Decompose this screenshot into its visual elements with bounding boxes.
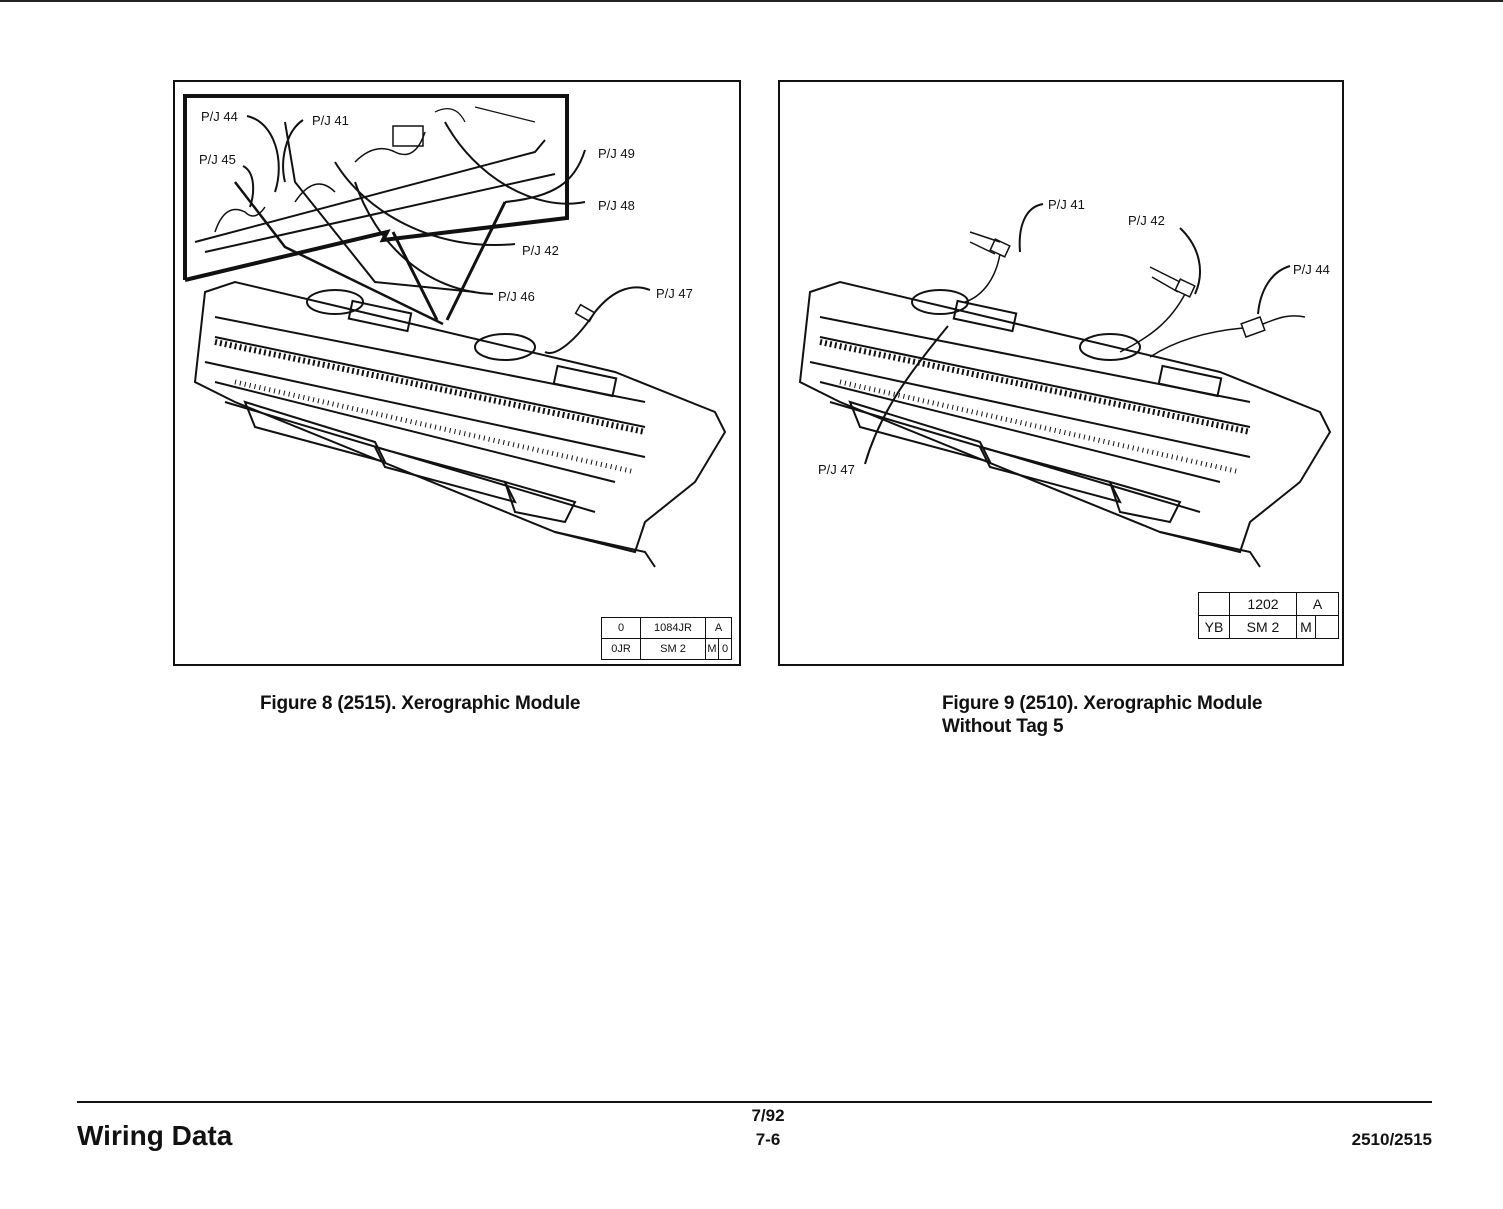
label-pj41: P/J 41: [1048, 197, 1085, 212]
top-rule: [0, 0, 1503, 2]
figure-8-caption: Figure 8 (2515). Xerographic Module: [260, 692, 580, 715]
stamp-cell: 1084JR: [641, 618, 706, 639]
figure-8-frame: P/J 44 P/J 41 P/J 45 P/J 49 P/J 48 P/J 4…: [173, 80, 741, 666]
figure-8-illustration: P/J 44 P/J 41 P/J 45 P/J 49 P/J 48 P/J 4…: [175, 82, 739, 664]
figure-8-id-stamp: 0 1084JR A 0JR SM 2 M 0: [601, 617, 732, 660]
label-pj45: P/J 45: [199, 152, 236, 167]
label-pj49: P/J 49: [598, 146, 635, 161]
figure-9-id-stamp: 1202 A YB SM 2 M: [1198, 592, 1339, 639]
stamp-cell: 1202: [1230, 593, 1297, 616]
label-pj46: P/J 46: [498, 289, 535, 304]
figure-9-caption-line1: Figure 9 (2510). Xerographic Module: [942, 692, 1262, 715]
figure-9-illustration: P/J 41 P/J 42 P/J 44 P/J 47: [780, 82, 1342, 664]
stamp-cell: YB: [1199, 616, 1230, 639]
stamp-cell: 0: [602, 618, 641, 639]
figure-9-caption-line2: Without Tag 5: [942, 715, 1262, 738]
footer-section-title: Wiring Data: [77, 1120, 232, 1152]
stamp-cell: SM 2: [641, 639, 706, 660]
stamp-cell: [1316, 616, 1339, 639]
footer-date: 7/92: [728, 1104, 808, 1128]
stamp-cell: 0JR: [602, 639, 641, 660]
stamp-cell: M: [706, 639, 719, 660]
label-pj42: P/J 42: [1128, 213, 1165, 228]
footer-rule: [77, 1101, 1432, 1103]
label-pj44: P/J 44: [1293, 262, 1330, 277]
label-pj48: P/J 48: [598, 198, 635, 213]
label-pj44: P/J 44: [201, 109, 238, 124]
figure-9-frame: P/J 41 P/J 42 P/J 44 P/J 47: [778, 80, 1344, 666]
footer-model-number: 2510/2515: [1300, 1130, 1432, 1150]
stamp-cell: [1199, 593, 1230, 616]
footer-page-number: 7-6: [728, 1128, 808, 1152]
stamp-cell: M: [1297, 616, 1316, 639]
figure-9-caption: Figure 9 (2510). Xerographic Module With…: [942, 692, 1262, 738]
footer-page-info: 7/92 7-6: [728, 1104, 808, 1152]
stamp-cell: SM 2: [1230, 616, 1297, 639]
label-pj41: P/J 41: [312, 113, 349, 128]
label-pj47: P/J 47: [818, 462, 855, 477]
label-pj47: P/J 47: [656, 286, 693, 301]
label-pj42: P/J 42: [522, 243, 559, 258]
stamp-cell: 0: [719, 639, 732, 660]
stamp-cell: A: [1297, 593, 1339, 616]
stamp-cell: A: [706, 618, 732, 639]
